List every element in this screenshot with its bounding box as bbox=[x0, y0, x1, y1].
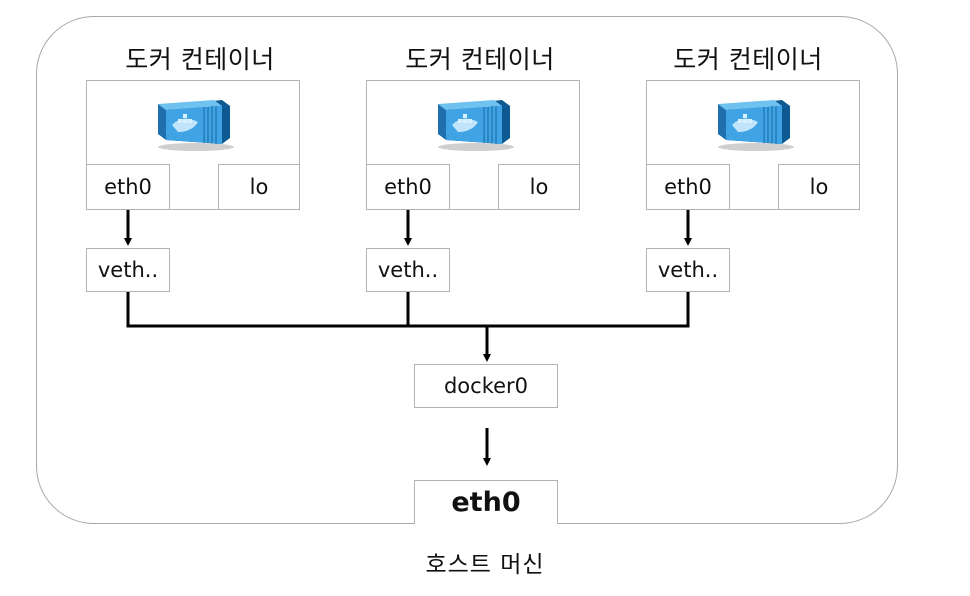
veth-bus bbox=[126, 292, 690, 328]
veth-interface: veth.. bbox=[646, 248, 730, 292]
lo-interface: lo bbox=[498, 164, 580, 210]
host-machine-caption: 호스트 머신 bbox=[425, 552, 545, 578]
docker-container-icon bbox=[157, 99, 235, 152]
lo-interface: lo bbox=[778, 164, 860, 210]
docker-container-icon bbox=[437, 99, 515, 152]
host-eth0-interface: eth0 bbox=[414, 480, 558, 524]
container-title: 도커 컨테이너 bbox=[673, 45, 823, 74]
lo-interface: lo bbox=[218, 164, 300, 210]
eth0-interface: eth0 bbox=[646, 164, 730, 210]
docker-container-icon bbox=[717, 99, 795, 152]
container-title: 도커 컨테이너 bbox=[405, 45, 555, 74]
veth-interface: veth.. bbox=[366, 248, 450, 292]
veth-interface: veth.. bbox=[86, 248, 170, 292]
eth0-interface: eth0 bbox=[366, 164, 450, 210]
container-title: 도커 컨테이너 bbox=[125, 45, 275, 74]
eth0-interface: eth0 bbox=[86, 164, 170, 210]
docker0-bridge: docker0 bbox=[414, 364, 558, 408]
